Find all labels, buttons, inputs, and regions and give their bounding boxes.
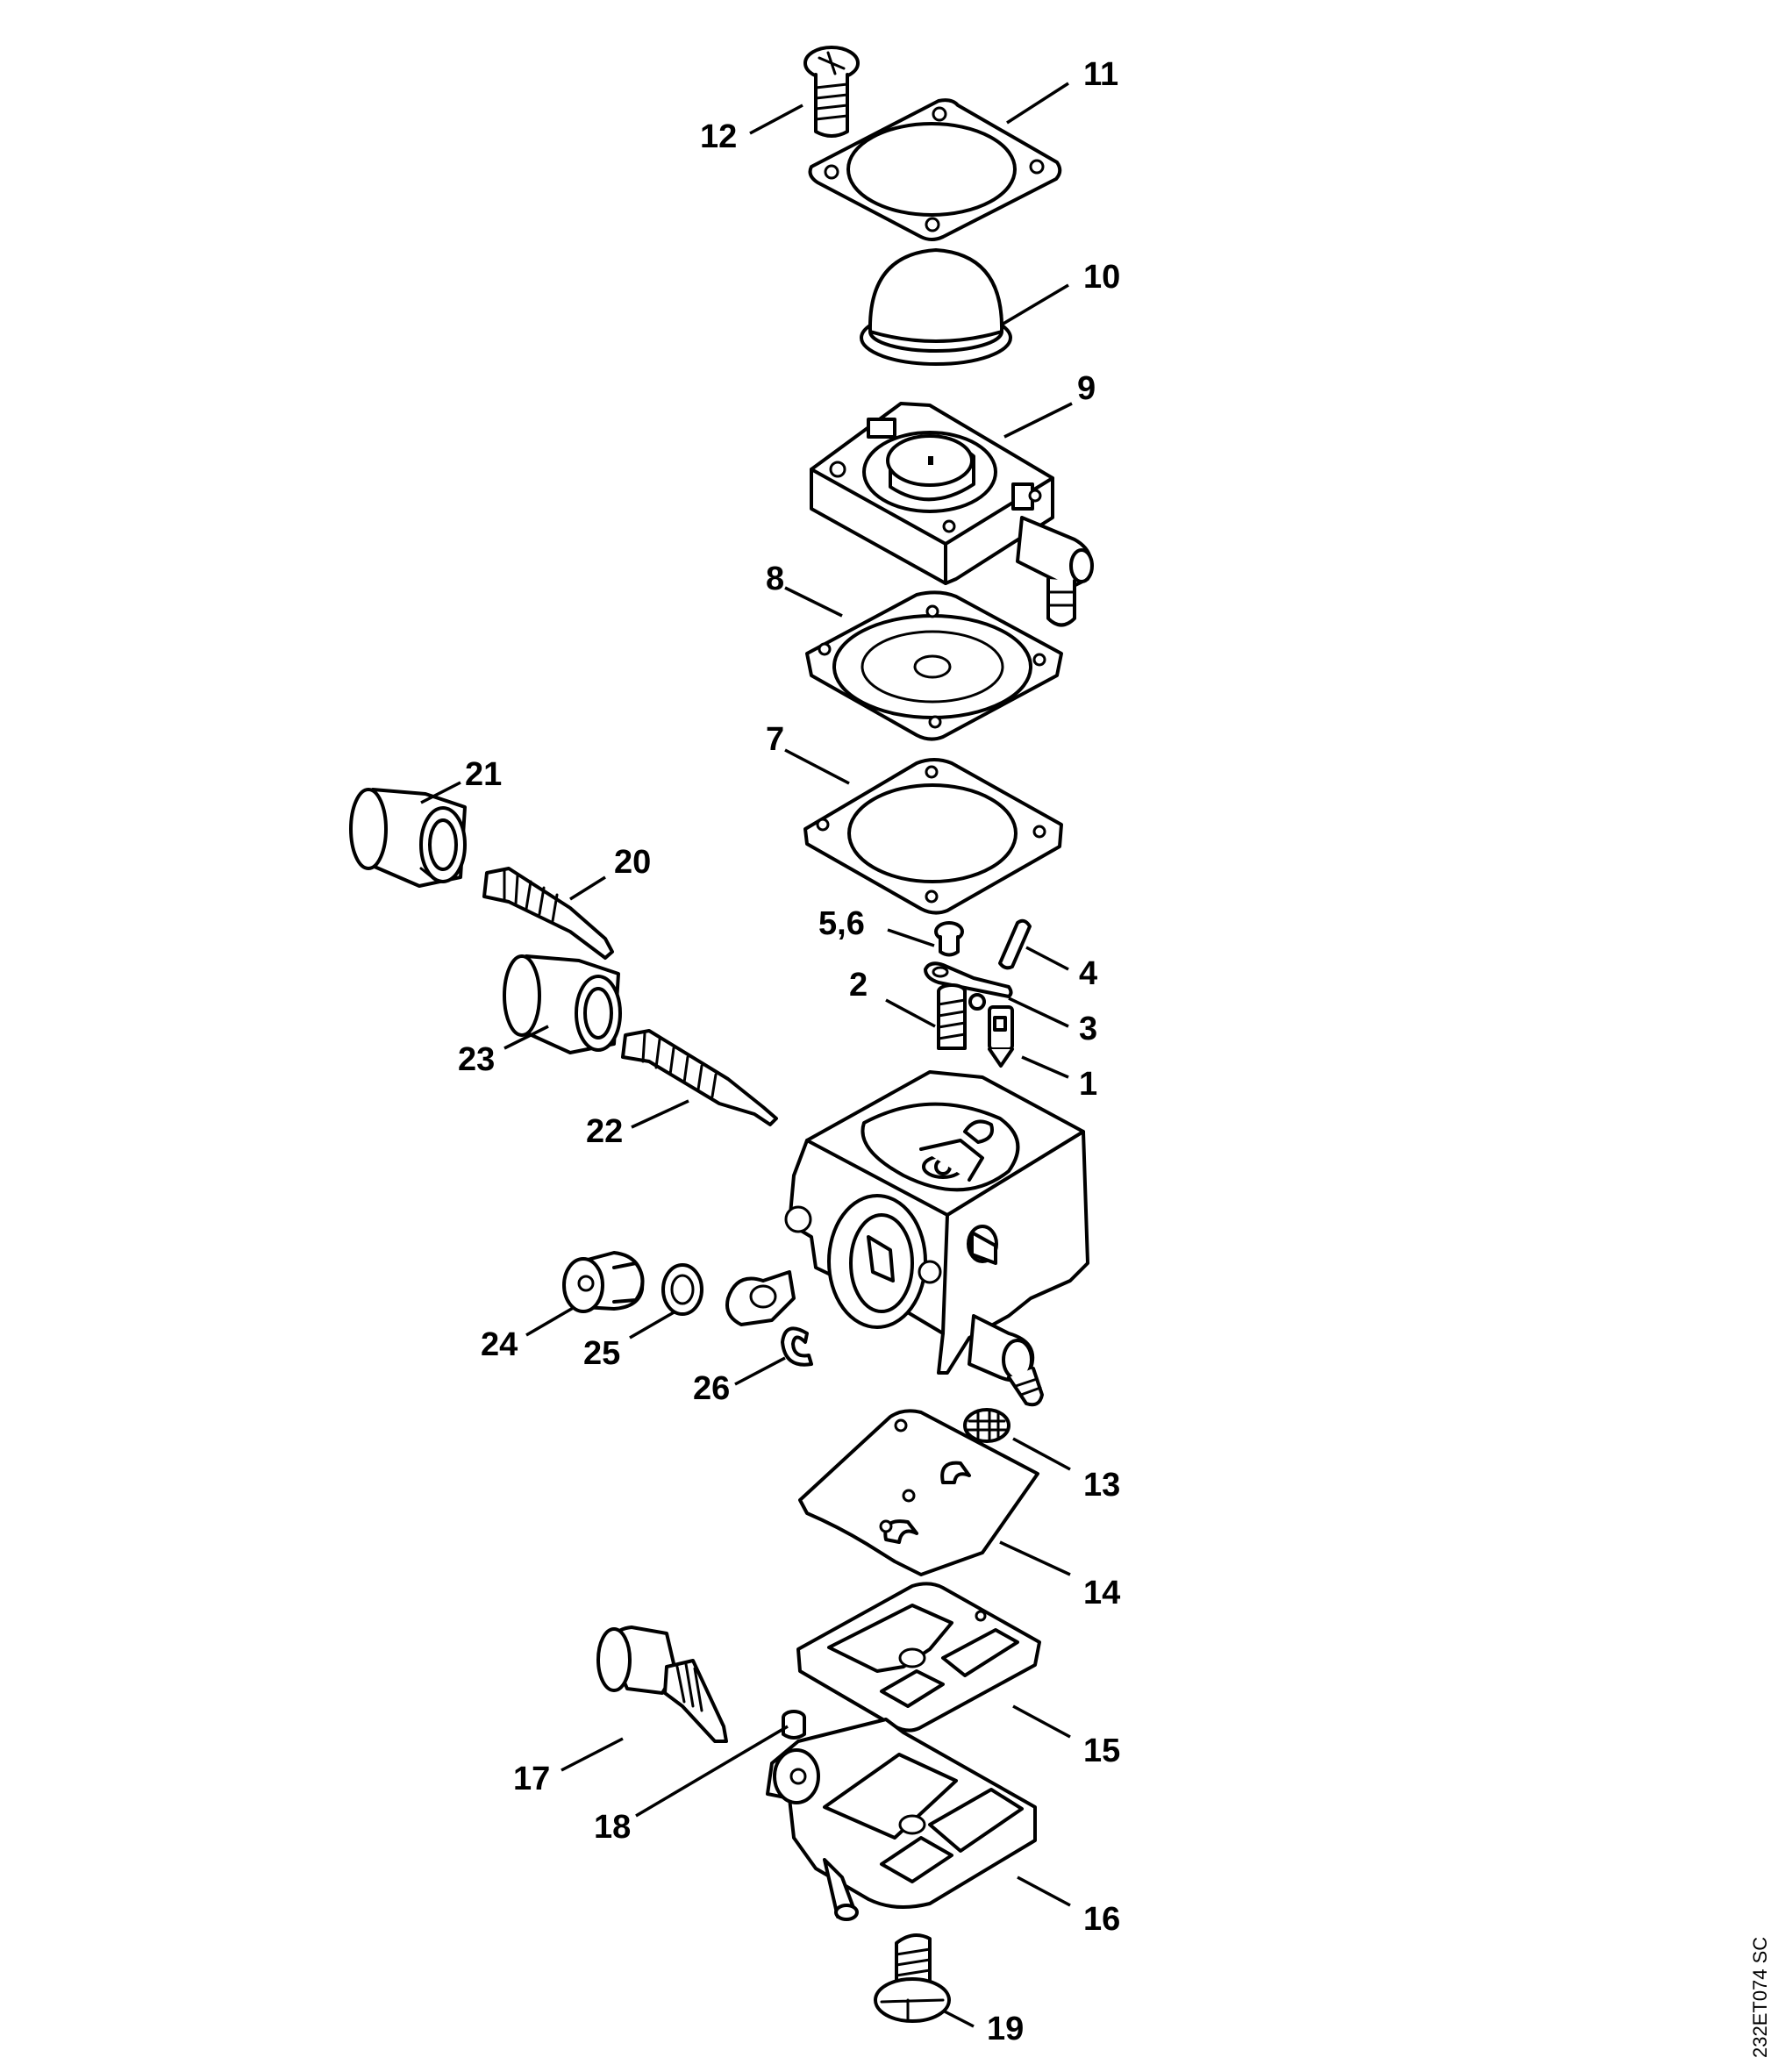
- callout-26: 26: [693, 1370, 730, 1407]
- part-5-6-screw: [934, 921, 964, 957]
- leader-lines: [420, 82, 1073, 2028]
- callout-5-6: 5,6: [818, 905, 865, 942]
- callout-labels: 11 12 10 9 8 7 5,6 4 3 2 1 21 20 23 22 2…: [458, 56, 1120, 2047]
- part-3-lever: [924, 961, 1013, 1011]
- part-26-clip: [781, 1326, 813, 1367]
- part-24-fitting: [562, 1251, 645, 1313]
- part-21-limiter-cap: [349, 788, 467, 888]
- callout-14: 14: [1083, 1575, 1120, 1611]
- part-11-cover: [808, 98, 1062, 241]
- callout-23: 23: [458, 1041, 495, 1078]
- part-22-adjusting-screw: [621, 1029, 778, 1126]
- callout-17: 17: [513, 1761, 550, 1797]
- callout-20: 20: [614, 844, 651, 881]
- callout-19: 19: [987, 2011, 1024, 2047]
- callout-18: 18: [594, 1809, 631, 1846]
- callout-8: 8: [766, 561, 784, 597]
- drawing-code: 232ET074 SC: [1749, 1936, 1771, 2058]
- part-10-primer-bulb: [860, 248, 1012, 366]
- carburetor-body: [725, 1070, 1089, 1407]
- part-20-adjusting-screw: [482, 867, 614, 960]
- callout-9: 9: [1077, 370, 1096, 407]
- callout-12: 12: [700, 118, 737, 155]
- part-25-washer: [661, 1263, 703, 1316]
- part-18-plug: [782, 1710, 806, 1740]
- callout-16: 16: [1083, 1901, 1120, 1938]
- part-15-gasket: [796, 1582, 1041, 1733]
- part-13-screen: [963, 1408, 1010, 1443]
- callout-1: 1: [1079, 1066, 1097, 1103]
- callout-15: 15: [1083, 1733, 1120, 1769]
- callout-24: 24: [481, 1326, 518, 1363]
- part-1-inlet-needle: [988, 1005, 1014, 1068]
- part-9-pump-cover: [810, 402, 1094, 627]
- callout-7: 7: [766, 721, 784, 758]
- callout-22: 22: [586, 1113, 623, 1150]
- part-8-diaphragm: [805, 590, 1063, 741]
- callout-13: 13: [1083, 1467, 1120, 1504]
- part-19-screw: [874, 1933, 951, 2023]
- callout-4: 4: [1079, 955, 1097, 992]
- part-7-gasket: [803, 758, 1063, 915]
- callout-21: 21: [465, 756, 502, 793]
- callout-3: 3: [1079, 1011, 1097, 1047]
- part-17-knob: [596, 1625, 728, 1743]
- part-12-screw: [803, 46, 860, 138]
- callout-10: 10: [1083, 259, 1120, 296]
- callout-25: 25: [583, 1335, 620, 1372]
- part-14-diaphragm: [798, 1409, 1039, 1576]
- part-2-spring: [937, 983, 967, 1050]
- callout-2: 2: [849, 967, 868, 1004]
- part-16-end-cover: [766, 1718, 1037, 1921]
- part-4-pin: [998, 918, 1032, 970]
- callout-11: 11: [1083, 56, 1118, 93]
